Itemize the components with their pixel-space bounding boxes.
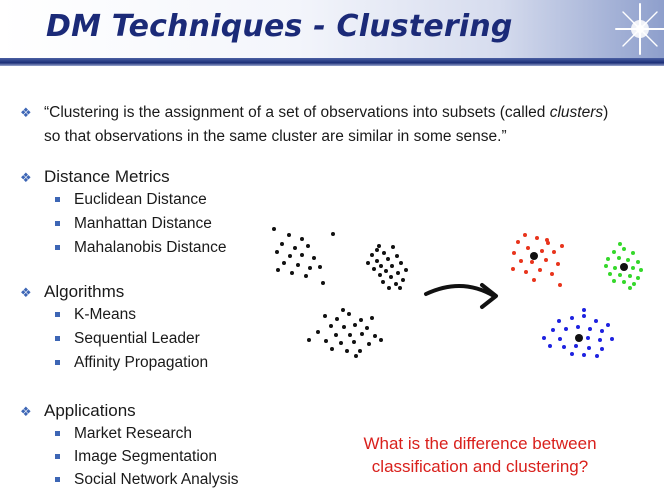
quote-emphasis: clusters (549, 104, 604, 121)
clustering-illustration (272, 227, 643, 358)
unclustered-points (272, 227, 408, 358)
square-bullet-icon (55, 336, 60, 341)
list-item-label: K-Means (74, 306, 137, 323)
quote-line-1: “Clustering is the assignment of a set o… (44, 101, 656, 125)
list-item-label: Manhattan Distance (74, 215, 212, 232)
square-bullet-icon (55, 454, 60, 459)
list-item-label: Affinity Propagation (74, 354, 209, 371)
square-bullet-icon (55, 360, 60, 365)
square-bullet-icon (55, 221, 60, 226)
square-bullet-icon (55, 431, 60, 436)
section-heading: Applications (44, 401, 136, 420)
list-item-label: Market Research (74, 425, 193, 442)
quote-line-1-start: “Clustering is the assignment of a set o… (44, 104, 550, 121)
list-item-label: Sequential Leader (74, 330, 200, 347)
diamond-cluster-icon: ❖ (20, 285, 32, 300)
cluster-green (604, 242, 643, 290)
title-bar: DM Techniques - Clustering (0, 0, 664, 58)
list-item-label: Euclidean Distance (74, 191, 207, 208)
square-bullet-icon (55, 312, 60, 317)
curved-arrow-icon (424, 284, 496, 298)
diamond-cluster-icon: ❖ (20, 105, 32, 120)
square-bullet-icon (55, 477, 60, 482)
cluster-blue (542, 308, 614, 358)
quote-line-1-end: ) (603, 104, 609, 121)
list-item-label: Social Network Analysis (74, 471, 239, 488)
cluster-red (511, 233, 564, 287)
section-heading: Algorithms (44, 282, 125, 301)
list-item-label: Mahalanobis Distance (74, 239, 227, 256)
slide-title: DM Techniques - Clustering (46, 9, 513, 44)
square-bullet-icon (55, 197, 60, 202)
title-underline (0, 58, 664, 66)
discussion-question: What is the difference between classific… (363, 434, 597, 476)
section-heading: Distance Metrics (44, 167, 170, 186)
sparkle-icon (615, 3, 664, 55)
arrow-head (480, 283, 498, 309)
diamond-cluster-icon: ❖ (20, 170, 32, 185)
list-item-label: Image Segmentation (74, 448, 218, 465)
square-bullet-icon (55, 245, 60, 250)
quote-text: “Clustering is the assignment of a set o… (44, 101, 656, 149)
diamond-cluster-icon: ❖ (20, 404, 32, 419)
quote-line-2: so that observations in the same cluster… (44, 128, 507, 145)
